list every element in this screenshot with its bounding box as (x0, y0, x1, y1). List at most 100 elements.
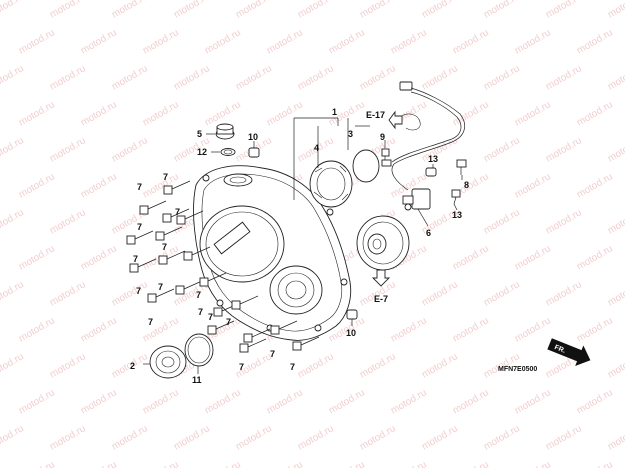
watermark-text: motod.ru (389, 27, 429, 56)
watermark-text: motod.ru (606, 351, 625, 380)
callout-13-top: 13 (428, 154, 438, 164)
watermark-text: motod.ru (17, 99, 57, 128)
watermark-text: motod.ru (544, 135, 584, 164)
watermark-text: motod.ru (389, 315, 429, 344)
watermark-text: motod.ru (606, 63, 625, 92)
watermark-text: motod.ru (0, 351, 26, 380)
watermark-text: motod.ru (358, 63, 398, 92)
callout-10-top: 10 (248, 132, 258, 142)
callout-7: 7 (137, 222, 142, 232)
watermark-text: motod.ru (606, 207, 625, 236)
watermark-text: motod.ru (0, 279, 26, 308)
watermark-text: motod.ru (265, 387, 305, 416)
watermark-text: motod.ru (358, 0, 398, 21)
watermark-text: motod.ru (141, 387, 181, 416)
flange-bolt (243, 328, 271, 343)
watermark-text: motod.ru (110, 279, 150, 308)
watermark-text: motod.ru (451, 459, 491, 468)
watermark-text: motod.ru (110, 63, 150, 92)
wire-harness (381, 81, 466, 191)
watermark-text: motod.ru (451, 99, 491, 128)
gasket-3 (352, 149, 380, 183)
ref-label-e17: E-17 (366, 110, 385, 120)
bolt-8 (456, 159, 467, 175)
watermark-text: motod.ru (110, 0, 150, 21)
watermark-text: motod.ru (358, 423, 398, 452)
watermark-text: motod.ru (17, 315, 57, 344)
leader-lines (143, 117, 463, 374)
ref-label-e7: E-7 (374, 294, 388, 304)
watermark-text: motod.ru (17, 27, 57, 56)
callout-6: 6 (426, 228, 431, 238)
watermark-text: motod.ru (513, 387, 553, 416)
flange-bolt (239, 338, 267, 353)
callout-7: 7 (136, 286, 141, 296)
watermark-text: motod.ru (265, 27, 305, 56)
flange-bolt (155, 226, 183, 241)
callout-7: 7 (290, 362, 295, 372)
pulser-cover-2 (149, 345, 187, 379)
watermark-text: motod.ru (513, 315, 553, 344)
watermark-text: motod.ru (17, 459, 57, 468)
callout-13-bottom: 13 (452, 210, 462, 220)
watermark-text: motod.ru (389, 387, 429, 416)
front-direction-arrow: FR. (547, 338, 591, 366)
watermark-text: motod.ru (513, 171, 553, 200)
callout-10-bottom: 10 (346, 328, 356, 338)
watermark-text: motod.ru (0, 63, 26, 92)
callout-7: 7 (163, 172, 168, 182)
watermark-text: motod.ru (575, 459, 615, 468)
watermark-text: motod.ru (79, 99, 119, 128)
watermark-text: motod.ru (0, 135, 26, 164)
watermark-text: motod.ru (17, 243, 57, 272)
watermark-text: motod.ru (451, 27, 491, 56)
callout-7: 7 (208, 312, 213, 322)
watermark-text: motod.ru (265, 459, 305, 468)
watermark-text: motod.ru (172, 0, 212, 21)
oil-filler-cap (215, 123, 235, 140)
watermark-text: motod.ru (172, 423, 212, 452)
callout-7: 7 (158, 282, 163, 292)
watermark-text: motod.ru (451, 315, 491, 344)
watermark-text: motod.ru (48, 63, 88, 92)
callout-7: 7 (175, 207, 180, 217)
watermark-text: motod.ru (482, 135, 522, 164)
diagram-code: MFN7E0500 (498, 366, 537, 373)
watermark-text: motod.ru (79, 243, 119, 272)
watermark-text: motod.ru (575, 99, 615, 128)
watermark-text: motod.ru (575, 315, 615, 344)
watermark-text: motod.ru (544, 279, 584, 308)
watermark-text: motod.ru (606, 279, 625, 308)
watermark-text: motod.ru (358, 351, 398, 380)
dowel-pin-bottom (346, 309, 358, 320)
watermark-text: motod.ru (48, 279, 88, 308)
crankcase-cover (193, 165, 352, 341)
bolt-13b (451, 189, 461, 205)
flange-bolt (231, 295, 259, 310)
watermark-text: motod.ru (79, 315, 119, 344)
watermark-text: motod.ru (420, 0, 460, 21)
dowel-pin-top (248, 147, 260, 158)
callout-8: 8 (464, 180, 469, 190)
callout-7: 7 (162, 242, 167, 252)
callout-7: 7 (196, 290, 201, 300)
flange-bolt (199, 272, 227, 287)
watermark-text: motod.ru (48, 135, 88, 164)
watermark-text: motod.ru (544, 63, 584, 92)
watermark-text: motod.ru (575, 27, 615, 56)
callout-4: 4 (314, 143, 319, 153)
flange-bolt (162, 208, 190, 223)
watermark-text: motod.ru (389, 459, 429, 468)
callout-7: 7 (226, 317, 231, 327)
flange-bolt (163, 180, 191, 195)
watermark-text: motod.ru (265, 99, 305, 128)
flange-bolt (292, 336, 320, 351)
watermark-text: motod.ru (234, 0, 274, 21)
o-ring-11 (184, 333, 214, 367)
flywheel-rotor (356, 215, 410, 271)
watermark-text: motod.ru (482, 279, 522, 308)
watermark-text: motod.ru (110, 423, 150, 452)
pulse-generator-6 (402, 188, 431, 211)
watermark-text: motod.ru (544, 423, 584, 452)
callout-9: 9 (380, 132, 385, 142)
